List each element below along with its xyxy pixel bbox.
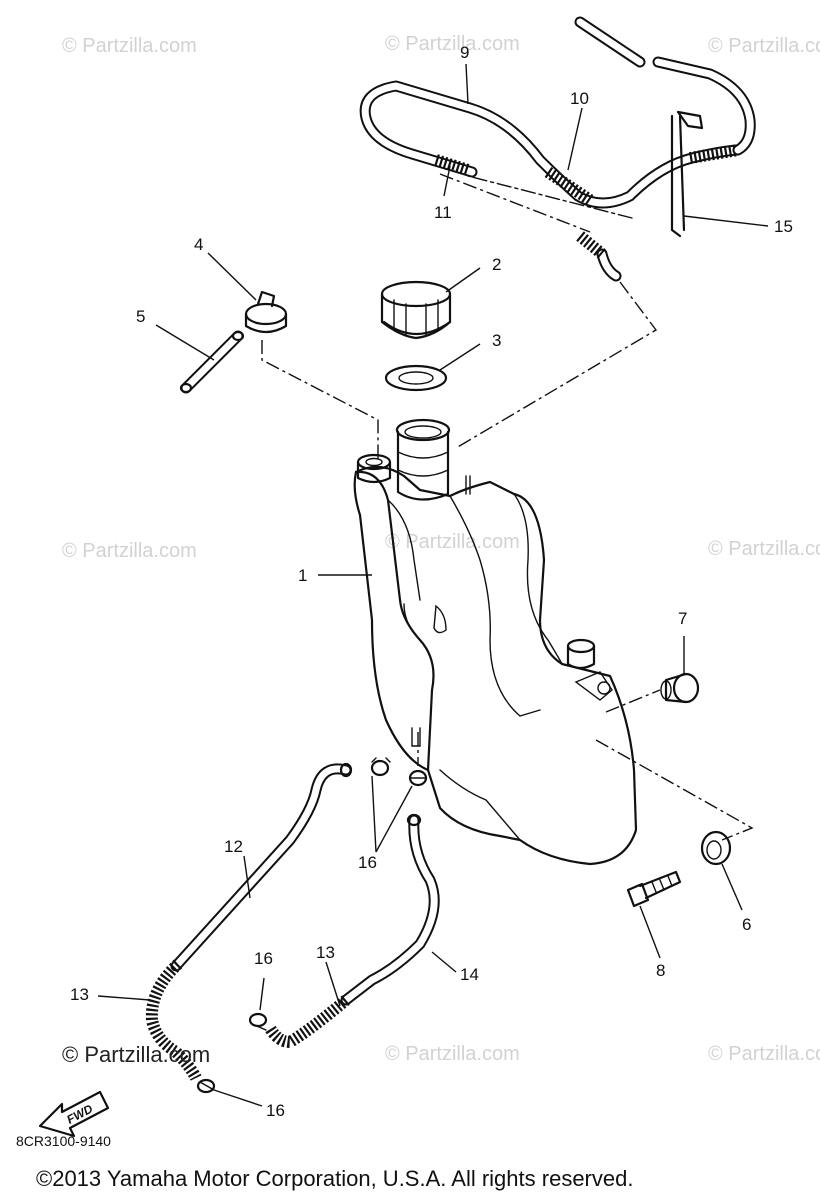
callout-16: 16 [254,949,273,968]
callout-2: 2 [492,255,501,274]
hose-clamps [196,757,428,1094]
callout-12: 12 [224,837,243,856]
drain-hose-left [145,762,353,1081]
callout-10: 10 [570,89,589,108]
small-cap [244,290,288,334]
watermark-text: © Partzilla.com [708,35,820,57]
callout-3: 3 [492,331,501,350]
tank [353,418,638,866]
grommet-bottom [700,830,732,866]
watermark-foreground: © Partzilla.com [62,1042,210,1067]
callout-15: 15 [774,217,793,236]
leader-lines [97,63,769,1107]
watermark-text: © Partzilla.com [62,540,197,562]
watermark-text: © Partzilla.com [385,1043,520,1065]
watermarks: © Partzilla.com © Partzilla.com © Partzi… [62,33,820,1065]
forward-arrow-icon: FWD [38,1090,110,1138]
callout-16: 16 [358,853,377,872]
watermark-text: © Partzilla.com [708,538,820,560]
callout-11: 11 [434,203,452,222]
callouts: 1 2 3 4 5 6 7 8 9 10 11 12 13 13 14 15 1… [70,43,793,1120]
callout-16: 16 [266,1101,285,1120]
callout-14: 14 [460,965,479,984]
breather-hose-assembly [359,16,756,282]
callout-1: 1 [298,566,307,585]
callout-8: 8 [656,961,665,980]
assembly-lines [261,173,754,841]
bolt [626,870,682,908]
filler-cap [380,280,452,340]
callout-5: 5 [136,307,145,326]
short-hose [179,330,245,394]
watermark-text: © Partzilla.com [62,35,197,57]
watermark-text: © Partzilla.com [385,33,520,55]
gasket [384,364,448,392]
watermark-text: © Partzilla.com [708,1043,820,1065]
watermark-text: © Partzilla.com [385,531,520,553]
copyright: ©2013 Yamaha Motor Corporation, U.S.A. A… [36,1166,633,1191]
callout-9: 9 [460,43,469,62]
callout-6: 6 [742,915,751,934]
callout-7: 7 [678,609,687,628]
callout-13: 13 [70,985,89,1004]
grommet-top [660,672,700,704]
drain-hose-right [264,813,440,1049]
callout-13: 13 [316,943,335,962]
diagram-code: 8CR3100-9140 [16,1133,111,1149]
callout-4: 4 [194,235,203,254]
